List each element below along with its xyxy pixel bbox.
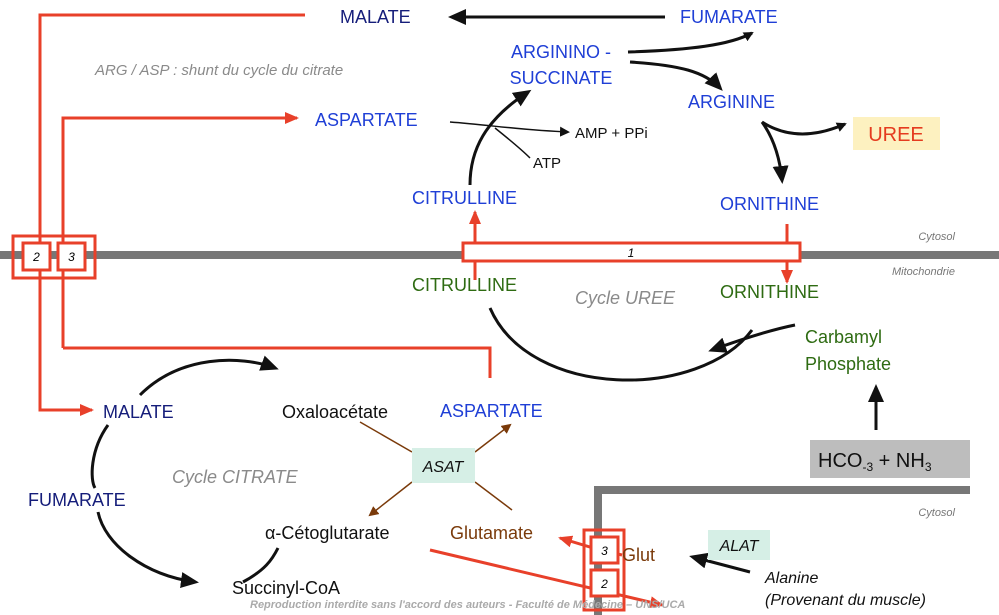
aspartate-cyto: ASPARTATE: [315, 110, 418, 130]
citrate-cycle-arrows: [90, 355, 751, 588]
alanine: Alanine: [764, 570, 818, 587]
fumarate-cyto: FUMARATE: [680, 7, 778, 27]
cytosol-label: Cytosol: [918, 231, 955, 243]
cytosol-lower-label: Cytosol: [918, 507, 955, 519]
citrulline-cyto: CITRULLINE: [412, 188, 517, 208]
citrulline-mito: CITRULLINE: [412, 275, 517, 295]
asat-label: ASAT: [422, 459, 465, 476]
asat-reaction-arrows: [359, 421, 513, 517]
footer: Reproduction interdite sans l'accord des…: [250, 599, 685, 611]
arginine: ARGININE: [688, 92, 775, 112]
transport-lines: [38, 13, 793, 609]
page-title: ARG / ASP : shunt du cycle du citrate: [94, 62, 343, 79]
malate-mito: MALATE: [103, 402, 174, 422]
argininosuccinate-line2: SUCCINATE: [510, 68, 613, 88]
glutamate: Glutamate: [450, 523, 533, 543]
glut: Glut: [622, 545, 655, 565]
transporter-3: [56, 241, 87, 272]
uree: UREE: [868, 124, 924, 146]
hco3-nh3: HCO-3 + NH3: [818, 450, 932, 474]
transporter-3-lower: [589, 535, 620, 565]
atp: ATP: [533, 155, 561, 172]
transporter-2-lower-label: 2: [600, 577, 608, 591]
citrate-cycle-label: Cycle CITRATE: [172, 467, 299, 487]
transporter-1-label: 1: [628, 246, 635, 260]
hco3-nh3-box: [810, 440, 970, 478]
carbamyl-line1: Carbamyl: [805, 327, 882, 347]
urea-cycle-arrows: [448, 9, 884, 430]
alanine-origin: (Provenant du muscle): [765, 592, 926, 609]
transporter-3-lower-label: 3: [601, 544, 608, 558]
alpha-ketoglutarate: α-Cétoglutarate: [265, 523, 389, 543]
aspartate-mito: ASPARTATE: [440, 401, 543, 421]
asat-box: [412, 448, 475, 483]
urea-cycle-label: Cycle UREE: [575, 288, 676, 308]
transporter-1: [461, 241, 802, 263]
succinyl-coa: Succinyl-CoA: [232, 578, 340, 598]
alat-box: [708, 530, 770, 560]
mitochondria-label: Mitochondrie: [892, 266, 955, 278]
uree-box: [853, 117, 940, 150]
malate-cyto: MALATE: [340, 7, 411, 27]
ornithine-mito: ORNITHINE: [720, 282, 819, 302]
transporter-2-lower: [589, 568, 620, 598]
transporter-3-label: 3: [68, 250, 75, 264]
transporter-2: [21, 241, 52, 272]
amp-ppi: AMP + PPi: [575, 125, 648, 142]
transporter-2-label: 2: [32, 250, 40, 264]
fumarate-mito: FUMARATE: [28, 490, 126, 510]
ornithine-cyto: ORNITHINE: [720, 194, 819, 214]
transporter-group-lower: [582, 528, 626, 612]
alat-label: ALAT: [719, 538, 760, 555]
argininosuccinate-line1: ARGININO -: [511, 42, 611, 62]
transporter-group: [11, 234, 97, 280]
carbamyl-line2: Phosphate: [805, 354, 891, 374]
oxaloacetate: Oxaloacétate: [282, 402, 388, 422]
